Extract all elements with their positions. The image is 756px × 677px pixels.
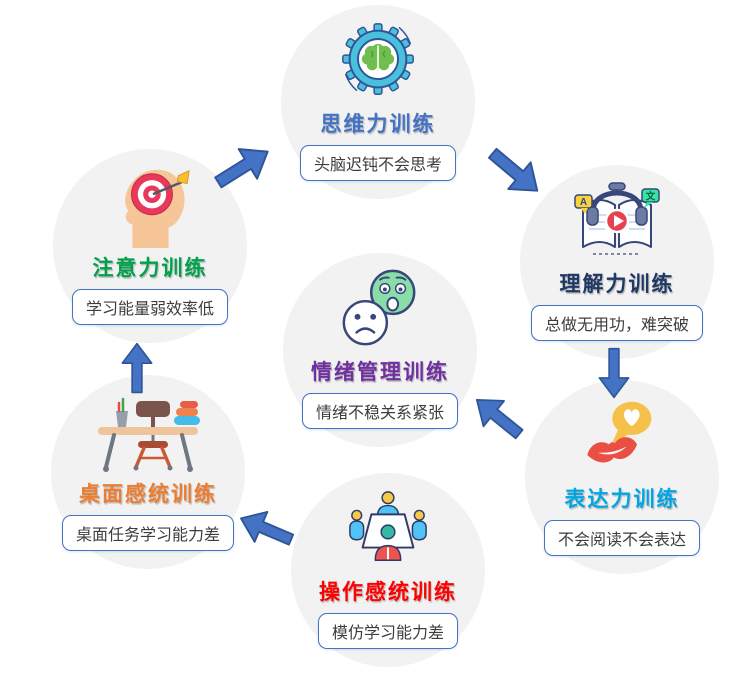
arrow-comprehension-to-expression	[594, 347, 634, 399]
meeting-table-icon	[345, 485, 431, 573]
svg-text:文: 文	[645, 191, 656, 203]
node-title: 思维力训练	[320, 113, 436, 136]
node-subtitle: 模仿学习能力差	[317, 613, 458, 649]
node-comprehension: A 文 理解力训练 总做无用功，难突破	[520, 165, 714, 359]
node-title: 注意力训练	[92, 257, 208, 280]
emoji-faces-icon	[337, 265, 423, 353]
node-title: 理解力训练	[559, 273, 675, 296]
node-subtitle: 学习能量弱效率低	[71, 289, 228, 325]
book-headphones-icon: A 文	[569, 177, 665, 265]
node-title: 情绪管理训练	[311, 361, 449, 384]
node-title: 桌面感统训练	[79, 483, 217, 506]
arrow-expression-to-emotion	[462, 382, 534, 451]
arrow-desktop-to-attention	[117, 342, 157, 394]
node-thinking: 思维力训练 头脑迟钝不会思考	[281, 5, 475, 199]
lips-speech-icon	[579, 392, 665, 480]
node-expression: 表达力训练 不会阅读不会表达	[525, 380, 719, 574]
node-attention: 注意力训练 学习能量弱效率低	[53, 149, 247, 343]
arrow-attention-to-thinking	[205, 132, 281, 202]
node-subtitle: 总做无用功，难突破	[530, 305, 703, 341]
node-operation: 操作感统训练 模仿学习能力差	[291, 473, 485, 667]
node-subtitle: 不会阅读不会表达	[543, 520, 700, 556]
node-emotion: 情绪管理训练 情绪不稳关系紧张	[283, 253, 477, 447]
desk-chair-icon	[92, 387, 204, 475]
svg-text:A: A	[580, 197, 587, 208]
node-title: 表达力训练	[564, 488, 680, 511]
brain-gear-icon	[335, 17, 421, 105]
arrow-thinking-to-comprehension	[477, 135, 553, 209]
node-subtitle: 桌面任务学习能力差	[61, 515, 234, 551]
head-target-icon	[107, 161, 193, 249]
node-title: 操作感统训练	[319, 581, 457, 604]
node-desktop: 桌面感统训练 桌面任务学习能力差	[51, 375, 245, 569]
node-subtitle: 情绪不稳关系紧张	[301, 393, 458, 429]
arrow-operation-to-desktop	[231, 498, 301, 559]
node-subtitle: 头脑迟钝不会思考	[299, 145, 456, 181]
